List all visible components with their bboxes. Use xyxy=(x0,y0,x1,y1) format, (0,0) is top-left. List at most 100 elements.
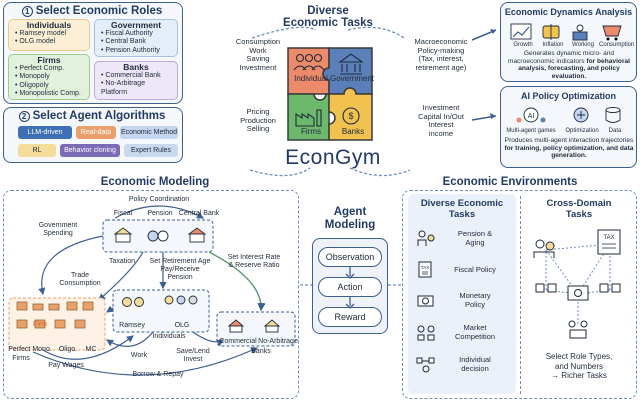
government-title: Government xyxy=(110,20,162,30)
caption-line: and Numbers xyxy=(554,361,604,371)
activity-text: Pricing xyxy=(246,107,270,116)
svg-text:AI: AI xyxy=(528,113,535,120)
pay-wages-label: Pay Wages xyxy=(48,362,84,369)
borrow-repay-label: Borrow & Repay xyxy=(132,371,184,378)
list-item: OLG model xyxy=(15,38,89,46)
cross-title-line: Cross-Domain xyxy=(546,198,612,209)
activity-text: Selling xyxy=(246,124,270,134)
inflation-icon xyxy=(542,24,560,40)
cross-title-line: Tasks xyxy=(565,209,593,220)
interest-line: Set Interest Rate xyxy=(227,254,281,261)
banks-box: Banks Commercial Bank No-Arbitrage Platf… xyxy=(94,61,178,100)
no-arbitrage-label: No-Arbitrage xyxy=(258,338,298,345)
individuals-box: Individuals Ramsey model OLG model xyxy=(8,19,90,51)
analysis-panel: Economic Dynamics Analysis Growth Inflat… xyxy=(500,2,637,82)
task-label: Pension & Aging xyxy=(440,229,510,247)
retirement-line: Set Retirement Age xyxy=(149,258,211,265)
optimization-icon xyxy=(573,107,589,123)
activity-text: retirement age) xyxy=(415,62,467,72)
icon-label-multi-agent: Multi-agent games xyxy=(506,128,556,134)
env-divider xyxy=(520,196,521,394)
environments-panel xyxy=(402,190,637,399)
coin-icon xyxy=(342,107,360,125)
task-line: Policy xyxy=(464,299,485,309)
banks-title: Banks xyxy=(123,62,149,72)
task-market-competition: Market Competition xyxy=(414,320,512,346)
firm-type-mc: MC xyxy=(85,346,97,353)
task-fiscal-policy: TAX Fiscal Policy xyxy=(414,258,512,284)
commercial-label: Commercial xyxy=(219,338,257,345)
svg-text:TAX: TAX xyxy=(421,265,429,270)
pension-label: Pension xyxy=(147,210,173,217)
icon-label-consumption: Consumption xyxy=(599,42,635,48)
task-individual-decision: Individual decision xyxy=(414,352,512,378)
algo-tag-expert-rules[interactable]: Expert Rules xyxy=(124,144,178,157)
piece-label-government: Government xyxy=(330,74,375,83)
elderly-node-icon xyxy=(533,239,555,258)
algo-tag-behavior-cloning[interactable]: Behavior cloning xyxy=(60,144,120,157)
algo-tag-economic-method[interactable]: Economic Method xyxy=(120,126,178,139)
list-item: No-Arbitrage Platform xyxy=(101,80,173,97)
roles-header-text: Select Economic Roles xyxy=(35,5,163,17)
analysis-desc-plain2: macroeconomic indicators xyxy=(507,57,585,65)
agent-title-line: Agent xyxy=(333,206,367,218)
center-right-arrows xyxy=(471,29,497,121)
task-line: Market xyxy=(463,323,487,332)
center-title-line2: Economic Tasks xyxy=(283,17,373,29)
working-icon xyxy=(572,24,588,41)
trade-line: Trade xyxy=(70,272,90,279)
trade-consumption-label: Trade Consumption xyxy=(54,272,106,288)
activity-text: Macroeconomic xyxy=(414,37,468,46)
task-line: Pension & xyxy=(457,229,493,238)
algorithms-header-text: Select Agent Algorithms xyxy=(32,110,166,122)
data-icon xyxy=(605,107,621,123)
modeling-title: Economic Modeling xyxy=(100,176,210,188)
icon-label-inflation: Inflation xyxy=(542,42,564,48)
list-item: Oligopoly xyxy=(15,82,89,90)
task-line: Aging xyxy=(465,237,485,247)
firms-list: Perfect Comp. Monopoly Oligopoly Monopol… xyxy=(9,65,89,99)
list-item: Fiscal Authority xyxy=(101,30,177,38)
roles-number: 1 xyxy=(21,6,33,17)
center-puzzle: $ xyxy=(249,26,411,177)
diverse-title-line: Diverse Economic xyxy=(420,198,504,209)
right-bottom-activities: Investment Capital In/Out Interest incom… xyxy=(402,103,480,138)
market-icon xyxy=(417,325,435,341)
policy-opt-desc-bold: for training, policy optimization, and d… xyxy=(504,144,634,160)
cross-domain-network: TAX xyxy=(533,229,621,339)
algo-tag-rl[interactable]: RL xyxy=(18,144,56,157)
task-monetary-policy: Monetary Policy xyxy=(414,288,512,314)
individuals-group-label: Individuals xyxy=(152,333,186,340)
center-title: Diverse Economic Tasks xyxy=(272,5,384,29)
piece-label-banks: Banks xyxy=(341,127,365,136)
activity-text: Consumption xyxy=(235,37,281,46)
activity-text: Saving xyxy=(246,54,270,64)
right-top-activities: Macroeconomic Policy-making (Tax, intere… xyxy=(402,37,480,72)
policy-coordination-label: Policy Coordination xyxy=(128,196,190,203)
list-item: Monopolistic Comp. xyxy=(15,90,89,98)
activity-text: Policy-making xyxy=(417,45,465,55)
task-label: Individual decision xyxy=(440,355,510,373)
money-icon xyxy=(417,295,434,307)
cross-domain-caption: Select Role Types, and Numbers → Richer … xyxy=(524,352,634,381)
individuals-list: Ramsey model OLG model xyxy=(9,30,89,47)
modeling-flow-lines xyxy=(8,205,296,376)
government-box: Government Fiscal Authority Central Bank… xyxy=(94,19,178,57)
agent-modeling-title: Agent Modeling xyxy=(312,206,388,232)
algo-tag-llm[interactable]: LLM-driven xyxy=(18,126,72,139)
gov-spending-line: Spending xyxy=(43,230,73,237)
algo-tag-realdata[interactable]: Real-data xyxy=(76,126,116,139)
caption-line: → Richer Tasks xyxy=(551,371,607,380)
firms-group-label: Firms xyxy=(12,355,30,362)
bank-building-icon xyxy=(338,53,364,75)
task-line: Individual xyxy=(459,355,491,364)
activity-text: Investment xyxy=(422,103,460,112)
trade-line: Consumption xyxy=(59,280,101,287)
piece-label-individual: Individual xyxy=(294,74,328,83)
list-item: Central Bank xyxy=(101,38,177,46)
taxation-label: Taxation xyxy=(108,258,136,265)
bank-node-icon xyxy=(599,283,621,293)
list-item: Pension Authority xyxy=(101,47,177,55)
